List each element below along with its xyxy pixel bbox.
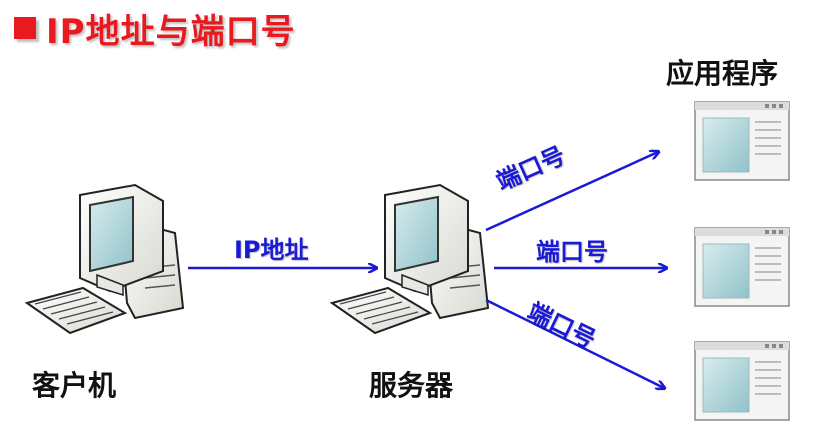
port-arrow-top — [485, 152, 658, 232]
ip-edge-label: IP地址 — [234, 236, 309, 264]
application-window-icon — [694, 227, 790, 307]
application-window-icon — [694, 101, 790, 181]
title-bullet — [14, 17, 36, 39]
port-edge-label-middle: 端口号 — [536, 238, 608, 266]
server-label: 服务器 — [369, 369, 454, 402]
application-window-icon — [694, 341, 790, 421]
title-bar: IP地址与端口号 — [14, 8, 296, 52]
applications-label: 应用程序 — [666, 57, 779, 90]
client-label: 客户机 — [32, 369, 117, 402]
port-arrow-bottom — [485, 298, 664, 388]
client-computer-icon — [24, 183, 185, 335]
server-computer-icon — [329, 183, 490, 335]
page-title: IP地址与端口号 — [46, 11, 296, 52]
